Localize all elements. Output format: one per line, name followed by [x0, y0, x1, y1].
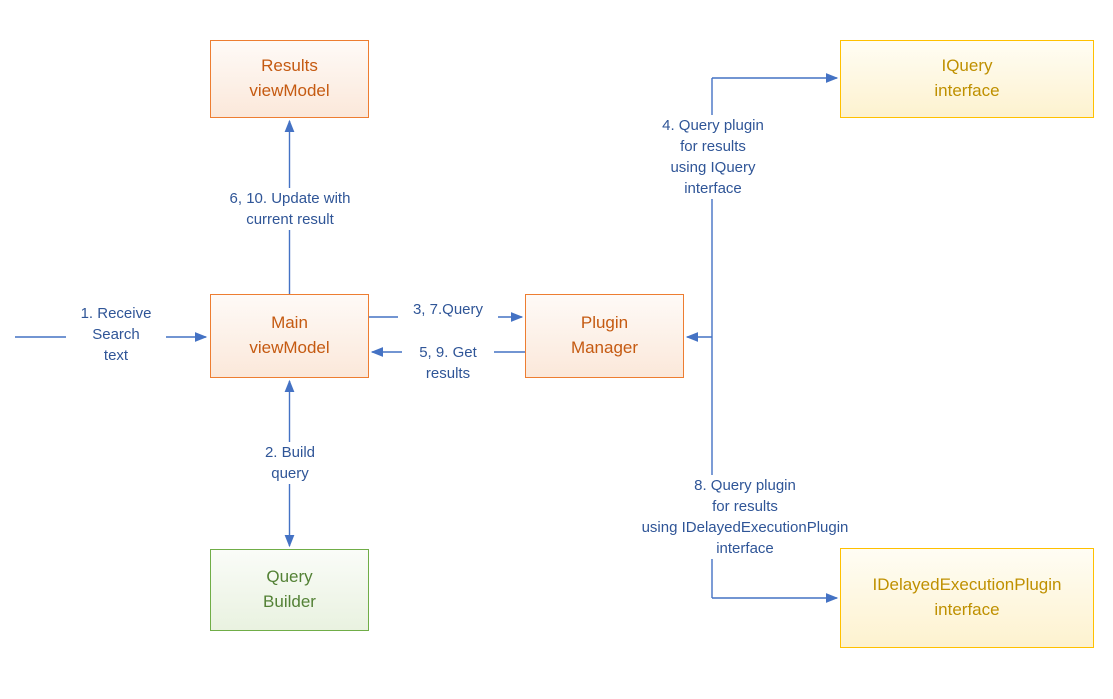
node-main-viewmodel: Main viewModel [210, 294, 369, 378]
node-plugin-manager: Plugin Manager [525, 294, 684, 378]
edge-label-query: 3, 7.Query [398, 299, 498, 320]
node-idelayedexecutionplugin-interface-label: IDelayedExecutionPlugin interface [872, 575, 1062, 619]
edge-label-query-plugin-idelayed: 8. Query plugin for results using IDelay… [594, 475, 896, 559]
edge-label-receive-search-text: 1. Receive Search text [66, 303, 166, 366]
node-query-builder-label: Query Builder [263, 567, 316, 611]
edge-label-build-query: 2. Build query [240, 442, 340, 484]
node-iquery-interface: IQuery interface [840, 40, 1094, 118]
node-plugin-manager-label: Plugin Manager [570, 313, 639, 357]
node-results-viewmodel: Results viewModel [210, 40, 369, 118]
edge-label-get-results: 5, 9. Get results [402, 342, 494, 384]
node-idelayedexecutionplugin-interface: IDelayedExecutionPlugin interface [840, 548, 1094, 648]
node-query-builder: Query Builder [210, 549, 369, 631]
node-results-viewmodel-label: Results viewModel [249, 56, 330, 100]
node-main-viewmodel-label: Main viewModel [249, 313, 330, 357]
edge-label-update-with-current-result: 6, 10. Update with current result [210, 188, 370, 230]
edge-label-query-plugin-iquery: 4. Query plugin for results using IQuery… [638, 115, 788, 199]
node-iquery-interface-label: IQuery interface [934, 56, 1000, 100]
